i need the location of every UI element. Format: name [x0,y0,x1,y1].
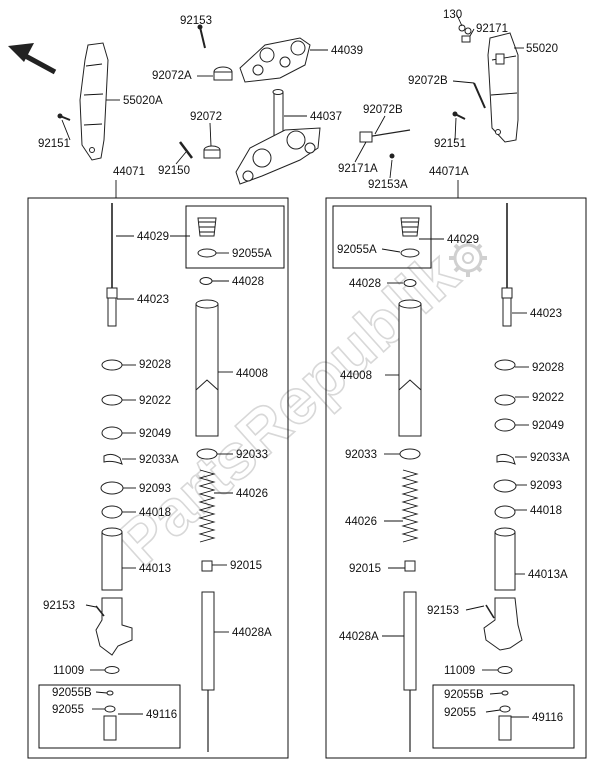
label-R-92015: 92015 [349,563,381,575]
label-L-44028: 44028 [232,276,264,288]
right-fork-assembly-box [325,197,587,759]
fork-guard-left [79,42,109,161]
label-L-92033: 92033 [236,449,268,461]
label-L-44029: 44029 [137,231,169,243]
label-44071A: 44071A [429,166,469,178]
leader-lines-top [61,14,524,198]
label-L-92055A: 92055A [232,248,272,260]
left-valve-subassembly-box [38,684,181,749]
bolt-92151-left [57,113,71,121]
label-R-92055: 92055 [444,707,476,719]
label-L-92015: 92015 [230,560,262,572]
front-direction-arrow-icon [8,43,57,75]
label-L-92055: 92055 [52,704,84,716]
label-R-92055A: 92055A [337,244,377,256]
right-cap-subassembly-box [332,205,432,269]
right-valve-subassembly-box [432,684,575,749]
label-R-44026: 44026 [345,516,377,528]
bolt-92150 [179,141,193,159]
label-R-92055B: 92055B [444,689,484,701]
label-92072A: 92072A [152,70,192,82]
bolt-130 [458,24,472,35]
label-R-92028: 92028 [532,362,564,374]
label-R-44028: 44028 [349,278,381,290]
label-44039: 44039 [331,45,363,57]
label-L-44028A: 44028A [232,627,272,639]
label-L-92022: 92022 [139,395,171,407]
label-R-92033: 92033 [345,449,377,461]
label-L-92093: 92093 [139,483,171,495]
label-R-92093: 92093 [530,480,562,492]
hose-clamp-92072 [203,145,221,159]
label-92072B-right: 92072B [408,75,448,87]
label-44037: 44037 [310,111,342,123]
label-92171: 92171 [476,23,508,35]
leader-lines-left [85,235,233,715]
label-R-92049: 92049 [532,420,564,432]
label-L-44013: 44013 [139,563,171,575]
clamp-92072B-right [473,82,486,109]
label-L-92055B: 92055B [52,687,92,699]
label-92171A: 92171A [338,163,378,175]
right-fork-parts [398,203,523,752]
label-R-92153: 92153 [427,605,459,617]
label-L-11009: 11009 [53,665,84,677]
label-L-92033A: 92033A [139,454,179,466]
bolt-92153-top [197,24,206,49]
label-92153A: 92153A [368,179,408,191]
label-R-92022: 92022 [532,392,564,404]
label-92151-left: 92151 [38,138,70,150]
label-L-44023: 44023 [137,294,169,306]
label-R-44018: 44018 [530,505,562,517]
left-fork-assembly-box [27,197,289,759]
label-55020: 55020 [526,43,558,55]
label-55020A: 55020A [123,95,163,107]
label-92151-right: 92151 [434,138,466,150]
label-L-92153: 92153 [43,600,75,612]
leader-lines-right [381,238,529,718]
left-cap-subassembly-box [185,205,285,269]
label-R-44029: 44029 [447,234,479,246]
steering-stem-lower-clamp [235,89,321,185]
label-130: 130 [443,9,462,21]
gear-watermark-icon [449,239,487,277]
label-R-44013A: 44013A [528,569,568,581]
label-92072B-top: 92072B [363,104,403,116]
label-R-11009: 11009 [444,665,475,677]
upper-triple-clamp [239,37,311,83]
label-R-44028A: 44028A [339,631,379,643]
handlebar-clamp [213,66,233,81]
label-R-44023: 44023 [530,308,562,320]
label-R-44008: 44008 [340,370,372,382]
clip-92172 [461,35,471,43]
label-92072: 92072 [190,111,222,123]
left-fork-parts [95,203,219,752]
label-L-92049: 92049 [139,428,171,440]
cable-guide [359,129,411,159]
label-L-92028: 92028 [139,359,171,371]
fork-guard-right [487,32,519,143]
label-R-49116: 49116 [532,712,563,724]
label-44071: 44071 [113,166,145,178]
label-92150: 92150 [158,165,190,177]
bolt-92151-right [452,111,466,120]
label-L-44018: 44018 [139,507,171,519]
label-L-49116: 49116 [146,709,177,721]
label-L-44026: 44026 [236,488,268,500]
label-92153-top: 92153 [180,15,212,27]
label-L-44008: 44008 [236,368,268,380]
label-R-92033A: 92033A [530,452,570,464]
